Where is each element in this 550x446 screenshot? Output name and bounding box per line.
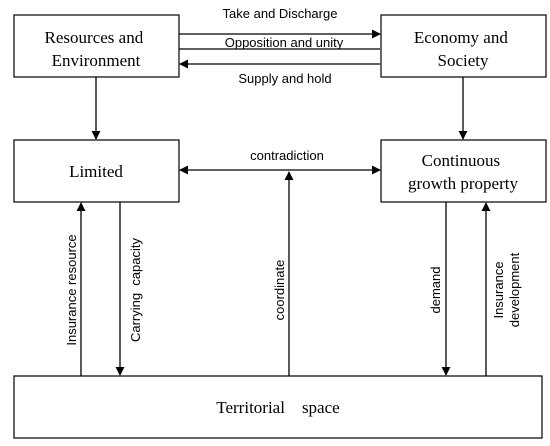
insurance-development-line-2: development — [507, 252, 522, 327]
economy-line-2: Society — [438, 51, 489, 70]
take-discharge-label: Take and Discharge — [223, 6, 338, 21]
resources-line-2: Environment — [52, 51, 141, 70]
carrying-capacity-label: Carrying capacity — [128, 237, 143, 342]
resources-environment-box — [13, 14, 180, 78]
insurance-resource-label: Insurance resource — [64, 234, 79, 345]
coordinate-label: coordinate — [272, 260, 287, 321]
insurance-development-line-1: Insurance — [491, 261, 506, 318]
continuous-growth-box — [380, 139, 547, 203]
opposition-unity-label: Opposition and unity — [225, 35, 344, 50]
economy-line-1: Economy and — [414, 28, 508, 47]
resources-environment-label: Resources and Environment — [45, 28, 148, 70]
growth-line-2: growth property — [408, 174, 519, 193]
resources-line-1: Resources and — [45, 28, 144, 47]
contradiction-label: contradiction — [250, 148, 324, 163]
limited-label: Limited — [69, 162, 123, 181]
growth-line-1: Continuous — [422, 151, 500, 170]
limited-box — [13, 139, 180, 203]
territorial-space-box — [13, 375, 543, 439]
demand-label: demand — [428, 267, 443, 314]
supply-hold-label: Supply and hold — [238, 71, 331, 86]
territorial-space-label: Territorial space — [216, 398, 339, 417]
economy-society-label: Economy and Society — [414, 28, 512, 70]
economy-society-box — [380, 14, 547, 78]
continuous-growth-label: Continuous growth property — [408, 151, 519, 193]
